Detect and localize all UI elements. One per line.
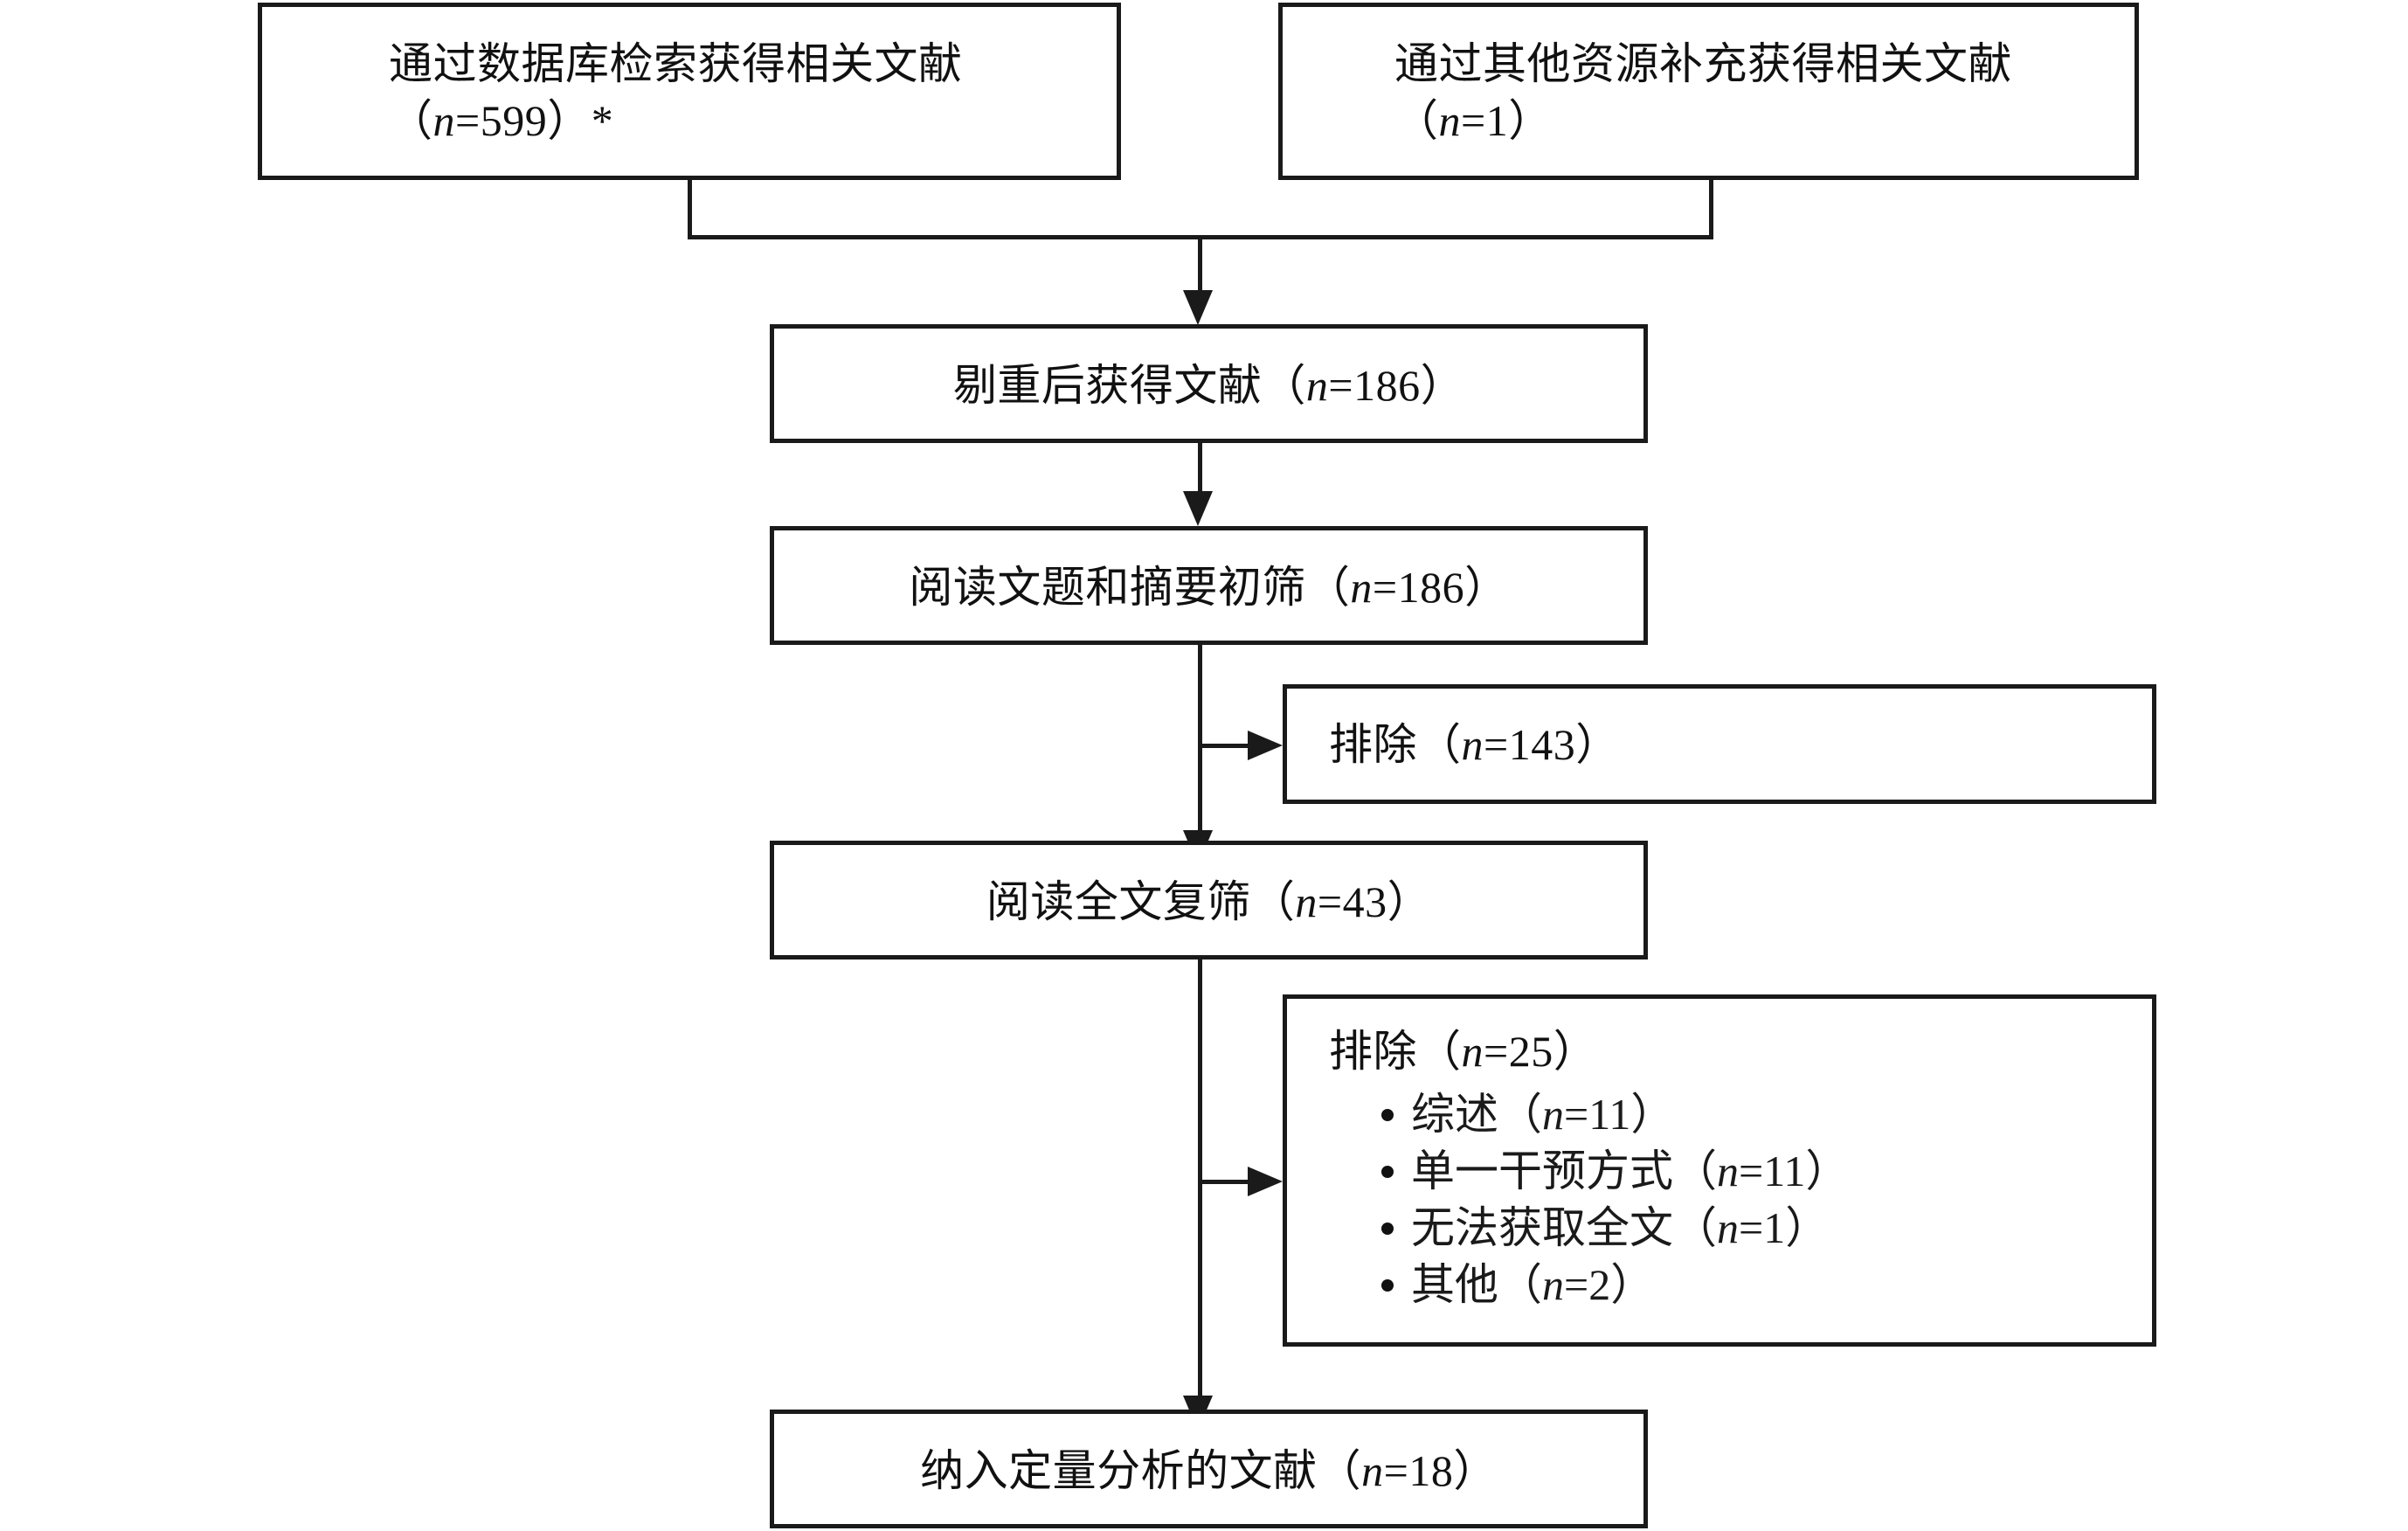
box-excluded-screen: 排除（n=143） bbox=[1283, 684, 2156, 804]
count-value: =11） bbox=[1739, 1147, 1850, 1195]
connector-screen-to-fulltext bbox=[1198, 645, 1202, 835]
count-value: =186） bbox=[1372, 563, 1509, 612]
box-included-quantitative-label: 纳入定量分析的文献（n=18） bbox=[774, 1443, 1643, 1500]
arrow-to-excluded-fulltext bbox=[1248, 1167, 1283, 1196]
n-variable: n bbox=[1350, 563, 1373, 612]
label-text: 排除（ bbox=[1329, 1027, 1462, 1076]
arrow-to-excluded-screen bbox=[1248, 731, 1283, 760]
n-variable: n bbox=[1438, 96, 1461, 145]
count-value: =1） bbox=[1739, 1203, 1830, 1252]
box-excluded-fulltext: 排除（n=25） 综述（n=11） 单一干预方式（n=11） 无法获取全文（n=… bbox=[1283, 994, 2156, 1347]
box-database-search-line1: 通过数据库检索获得相关文献 bbox=[389, 39, 963, 88]
label-text: 纳入定量分析的文献（ bbox=[920, 1446, 1362, 1495]
reason-text: 无法获取全文（ bbox=[1411, 1203, 1717, 1252]
box-deduplicated: 剔重后获得文献（n=186） bbox=[770, 324, 1648, 443]
n-variable: n bbox=[1717, 1203, 1739, 1252]
reason-text: 综述（ bbox=[1411, 1090, 1542, 1139]
connector-left-drop bbox=[688, 180, 692, 239]
box-excluded-fulltext-header: 排除（n=25） bbox=[1329, 1023, 1597, 1080]
list-item: 无法获取全文（n=1） bbox=[1374, 1200, 1849, 1257]
excluded-reasons-list: 综述（n=11） 单一干预方式（n=11） 无法获取全文（n=1） 其他（n=2… bbox=[1374, 1086, 1849, 1313]
list-item: 其他（n=2） bbox=[1374, 1257, 1849, 1313]
connector-dedup-to-screen bbox=[1198, 443, 1202, 495]
arrow-to-title-abstract-screen bbox=[1183, 491, 1213, 526]
list-item: 单一干预方式（n=11） bbox=[1374, 1143, 1849, 1200]
n-variable: n bbox=[432, 96, 455, 145]
bullet-dot-icon bbox=[1381, 1278, 1394, 1292]
box-deduplicated-label: 剔重后获得文献（n=186） bbox=[774, 357, 1643, 414]
count-value: =2） bbox=[1564, 1260, 1655, 1309]
box-title-abstract-screen: 阅读文题和摘要初筛（n=186） bbox=[770, 526, 1648, 645]
count-value: =1） bbox=[1461, 96, 1553, 145]
reason-text: 单一干预方式（ bbox=[1411, 1147, 1717, 1195]
connector-right-drop bbox=[1709, 180, 1713, 239]
box-other-sources-line1: 通过其他资源补充获得相关文献 bbox=[1394, 39, 2012, 88]
count-value: =143） bbox=[1484, 720, 1620, 769]
bullet-dot-icon bbox=[1381, 1108, 1394, 1121]
box-excluded-screen-label: 排除（n=143） bbox=[1329, 717, 1620, 773]
count-value: =186） bbox=[1328, 361, 1465, 410]
box-included-quantitative: 纳入定量分析的文献（n=18） bbox=[770, 1410, 1648, 1528]
paren-open: （ bbox=[1394, 96, 1439, 145]
n-variable: n bbox=[1461, 1027, 1484, 1076]
n-variable: n bbox=[1542, 1260, 1564, 1309]
n-variable: n bbox=[1542, 1090, 1564, 1139]
connector-merge-stem bbox=[1198, 235, 1202, 303]
n-variable: n bbox=[1295, 877, 1318, 926]
label-text: 剔重后获得文献（ bbox=[952, 361, 1306, 410]
n-variable: n bbox=[1305, 361, 1329, 410]
box-database-search: 通过数据库检索获得相关文献 （n=599）* bbox=[258, 3, 1121, 180]
box-other-sources-line2: （n=1） bbox=[1394, 93, 1553, 149]
box-fulltext-screen-label: 阅读全文复筛（n=43） bbox=[774, 874, 1643, 931]
count-value: =25） bbox=[1484, 1027, 1598, 1076]
count-value: =599）* bbox=[455, 96, 614, 145]
n-variable: n bbox=[1717, 1147, 1739, 1195]
list-item: 综述（n=11） bbox=[1374, 1086, 1849, 1143]
box-title-abstract-screen-label: 阅读文题和摘要初筛（n=186） bbox=[774, 559, 1643, 616]
box-database-search-line2: （n=599）* bbox=[389, 93, 613, 149]
n-variable: n bbox=[1361, 1446, 1384, 1495]
branch-line-excluded-fulltext bbox=[1198, 1180, 1252, 1184]
box-fulltext-screen: 阅读全文复筛（n=43） bbox=[770, 841, 1648, 959]
count-value: =11） bbox=[1564, 1090, 1675, 1139]
count-value: =43） bbox=[1317, 877, 1432, 926]
arrow-to-deduplicated bbox=[1183, 290, 1213, 325]
label-text: 排除（ bbox=[1329, 720, 1462, 769]
paren-open: （ bbox=[389, 96, 433, 145]
box-other-sources: 通过其他资源补充获得相关文献 （n=1） bbox=[1278, 3, 2139, 180]
bullet-dot-icon bbox=[1381, 1222, 1394, 1235]
label-text: 阅读全文复筛（ bbox=[986, 877, 1296, 926]
n-variable: n bbox=[1461, 720, 1484, 769]
label-text: 阅读文题和摘要初筛（ bbox=[909, 563, 1351, 612]
count-value: =18） bbox=[1383, 1446, 1498, 1495]
reason-text: 其他（ bbox=[1411, 1260, 1542, 1309]
branch-line-excluded-screen bbox=[1198, 744, 1252, 748]
bullet-dot-icon bbox=[1381, 1165, 1394, 1178]
